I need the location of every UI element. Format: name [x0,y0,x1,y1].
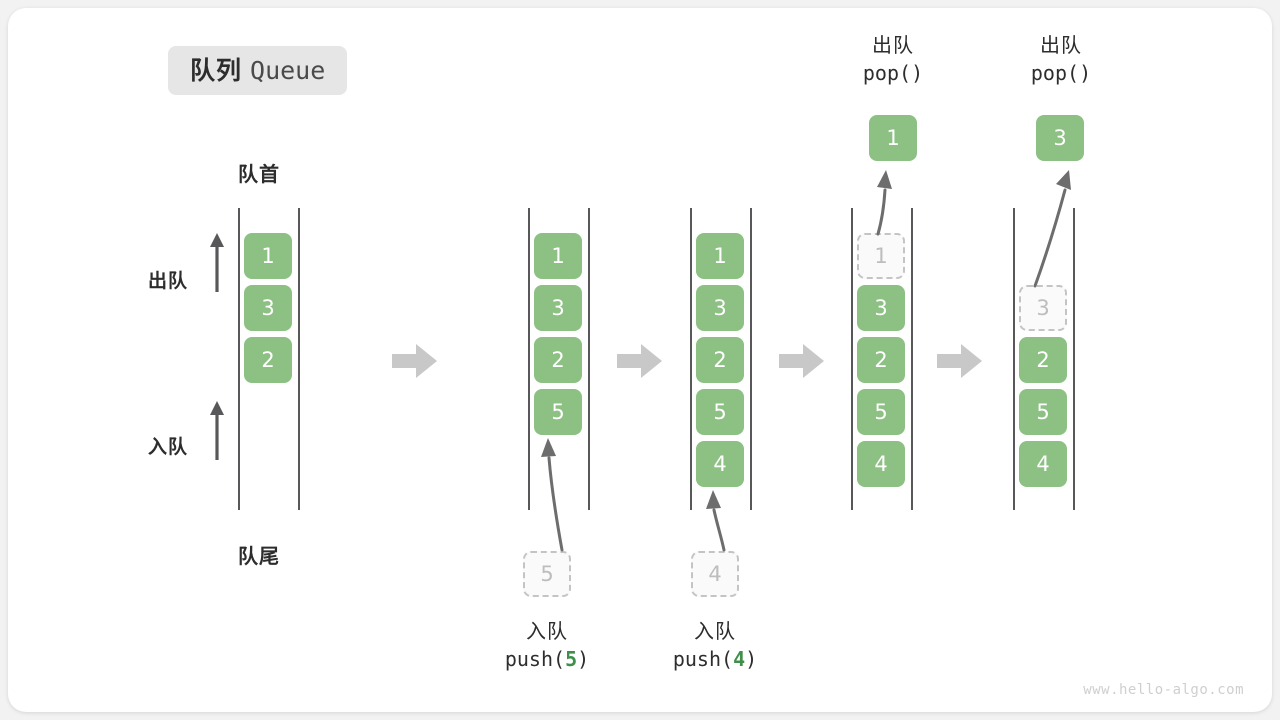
caption-code: push(5) [504,646,590,671]
rail-left [238,208,240,510]
operation-caption-pop-3: 出队 pop() [961,32,1161,87]
site-watermark: www.hello-algo.com [1083,682,1244,698]
queue-cell: 3 [696,285,744,331]
rail-right [298,208,300,510]
dequeue-direction-label: 出队 [148,270,189,292]
enqueue-motion-arrow-icon [706,490,726,552]
dequeue-direction-arrow-icon [210,233,224,292]
enqueue-direction-label: 入队 [148,436,189,458]
step-arrow-icon [937,344,982,378]
incoming-ghost-cell: 5 [523,551,571,597]
queue-tail-label: 队尾 [238,544,280,568]
caption-chinese: 入队 [526,619,568,643]
step-arrow-icon [617,344,662,378]
queue-head-label: 队首 [238,162,280,186]
caption-chinese: 出队 [872,33,914,57]
queue-cell: 4 [696,441,744,487]
queue-cell: 2 [857,337,905,383]
caption-code: push(4) [672,646,758,671]
caption-code: pop() [1030,60,1092,85]
popped-cell: 3 [1036,115,1084,161]
rail-left [851,208,853,510]
queue-cell: 5 [696,389,744,435]
rail-left [1013,208,1015,510]
caption-chinese: 入队 [694,619,736,643]
title-english: Queue [250,56,326,85]
queue-cell-ghost: 1 [857,233,905,279]
queue-cell: 3 [534,285,582,331]
operation-caption-push-5: 入队 push(5) [447,618,647,673]
queue-cell: 5 [1019,389,1067,435]
incoming-ghost-cell: 4 [691,551,739,597]
queue-cell: 1 [534,233,582,279]
enqueue-direction-arrow-icon [210,401,224,460]
queue-cell: 3 [857,285,905,331]
dequeue-motion-arrow-icon [1033,170,1071,288]
queue-cell: 3 [244,285,292,331]
caption-chinese: 出队 [1040,33,1082,57]
queue-cell-ghost: 3 [1019,285,1067,331]
queue-cell: 2 [1019,337,1067,383]
queue-cell: 4 [857,441,905,487]
title-chinese: 队列 [190,56,243,85]
rail-left [528,208,530,510]
queue-cell: 2 [244,337,292,383]
operation-caption-pop-1: 出队 pop() [793,32,993,87]
queue-cell: 4 [1019,441,1067,487]
dequeue-motion-arrow-icon [876,170,892,236]
caption-code: pop() [862,60,924,85]
rail-right [911,208,913,510]
popped-cell: 1 [869,115,917,161]
queue-cell: 2 [696,337,744,383]
queue-cell: 1 [696,233,744,279]
queue-cell: 2 [534,337,582,383]
rail-right [750,208,752,510]
enqueue-motion-arrow-icon [541,438,564,552]
step-arrow-icon [392,344,437,378]
queue-cell: 1 [244,233,292,279]
step-arrow-icon [779,344,824,378]
operation-caption-push-4: 入队 push(4) [615,618,815,673]
rail-left [690,208,692,510]
rail-right [1073,208,1075,510]
rail-right [588,208,590,510]
queue-cell: 5 [857,389,905,435]
queue-cell: 5 [534,389,582,435]
